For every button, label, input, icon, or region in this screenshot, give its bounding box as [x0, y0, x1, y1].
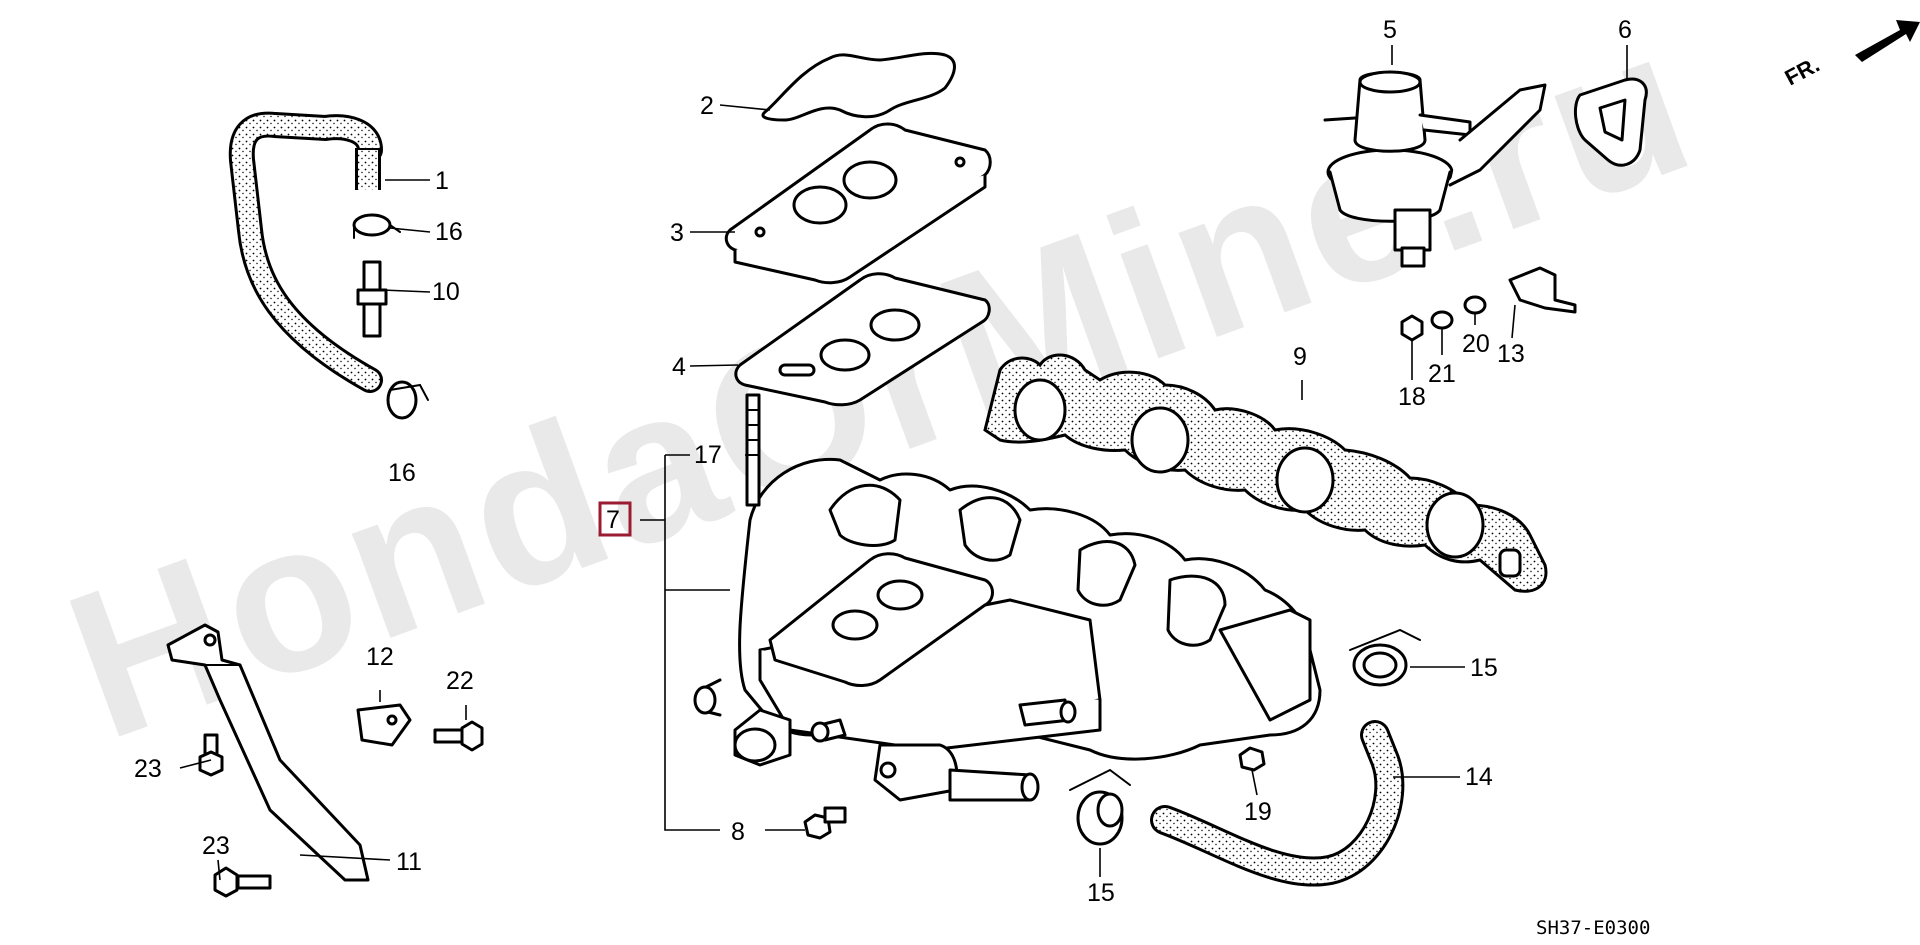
- flange-bolt[interactable]: [803, 806, 847, 840]
- bolt-8x20-upper[interactable]: [198, 733, 224, 777]
- manifold-bracket[interactable]: [166, 623, 370, 882]
- bolt-8x20-lower[interactable]: [213, 866, 272, 898]
- hose-bracket[interactable]: [1508, 266, 1577, 314]
- water-hose[interactable]: [1150, 720, 1405, 887]
- callout-23-lower: 23: [202, 832, 230, 860]
- callout-8: 8: [731, 818, 745, 846]
- callout-18: 18: [1398, 383, 1426, 411]
- pcv-joint[interactable]: [356, 260, 388, 338]
- callout-15-bottom: 15: [1087, 879, 1115, 907]
- leader-lines: [179, 45, 1628, 881]
- callout-7: 7: [606, 506, 620, 534]
- callout-21: 21: [1428, 360, 1456, 388]
- callout-20: 20: [1462, 330, 1490, 358]
- intake-manifold[interactable]: [693, 457, 1322, 802]
- callout-9: 9: [1293, 343, 1307, 371]
- callout-23-upper: 23: [134, 755, 162, 783]
- callout-6: 6: [1618, 16, 1632, 44]
- callout-13: 13: [1497, 340, 1525, 368]
- insulator-gasket[interactable]: [761, 51, 956, 122]
- spring-washer[interactable]: [1430, 310, 1454, 330]
- callout-1: 1: [435, 167, 449, 195]
- callout-16-upper: 16: [435, 218, 463, 246]
- diagram-code: SH37-E0300: [1536, 917, 1650, 939]
- callout-22: 22: [446, 667, 474, 695]
- hose-clamp-lower[interactable]: [386, 380, 429, 420]
- flat-washer[interactable]: [1463, 295, 1487, 315]
- harness-clip[interactable]: [356, 703, 412, 747]
- bolt-6x12[interactable]: [433, 720, 484, 752]
- flange-nut[interactable]: [1238, 746, 1266, 772]
- hose-clamp-upper[interactable]: [352, 213, 401, 239]
- carburetor-gasket[interactable]: [734, 272, 991, 407]
- callout-5: 5: [1383, 16, 1397, 44]
- callout-19: 19: [1244, 798, 1272, 826]
- callout-2: 2: [700, 92, 714, 120]
- callout-17: 17: [694, 441, 722, 469]
- hose-clamp-right[interactable]: [1349, 628, 1421, 687]
- callout-15-right: 15: [1470, 654, 1498, 682]
- carburetor-insulator[interactable]: [724, 122, 992, 285]
- callout-12: 12: [366, 643, 394, 671]
- callout-labels: 1 2 3 4 5 6 8 9 10 11 12 13 14 15 15 16 …: [134, 16, 1632, 907]
- breather-hose[interactable]: [228, 111, 383, 393]
- front-direction-arrow: FR.: [1781, 20, 1920, 90]
- callout-3: 3: [670, 219, 684, 247]
- nut-6mm[interactable]: [1400, 314, 1424, 342]
- callout-14: 14: [1465, 763, 1493, 791]
- intake-manifold-gasket[interactable]: [983, 353, 1548, 593]
- hose-clamp-bottom[interactable]: [1069, 768, 1131, 846]
- stud-bolt[interactable]: [745, 393, 761, 507]
- callout-7-highlight[interactable]: 7: [598, 501, 632, 537]
- fuel-pump-gasket[interactable]: [1573, 77, 1648, 167]
- callout-10: 10: [432, 278, 460, 306]
- callout-4: 4: [672, 353, 686, 381]
- fuel-pump[interactable]: [1323, 70, 1547, 268]
- front-marker: FR.: [1781, 52, 1824, 91]
- callout-11: 11: [396, 848, 422, 876]
- callout-16-lower: 16: [388, 459, 416, 487]
